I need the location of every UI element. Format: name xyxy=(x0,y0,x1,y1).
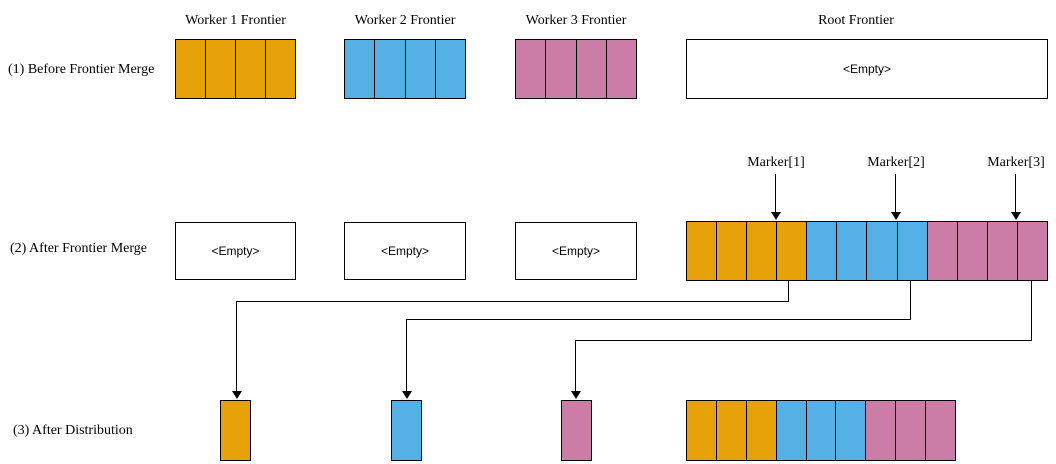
frontier-cell-worker1 xyxy=(236,40,266,98)
marker2-arrow-line xyxy=(895,174,896,212)
empty-label: <Empty> xyxy=(211,244,260,258)
worker2-frontier-title: Worker 2 Frontier xyxy=(354,13,456,28)
frontier-cell-worker3 xyxy=(957,222,988,280)
frontier-cell-worker1 xyxy=(747,222,778,280)
frontier-cell-worker2 xyxy=(836,401,867,460)
worker1-frontier-bar-before xyxy=(175,39,296,99)
worker2-frontier-bar-before xyxy=(344,39,466,99)
frontier-cell-worker1 xyxy=(266,40,295,98)
frontier-cell-worker1 xyxy=(687,222,718,280)
empty-label: <Empty> xyxy=(380,244,430,258)
frontier-cell-worker2 xyxy=(345,40,376,98)
frontier-cell-worker3 xyxy=(1017,222,1047,280)
worker2-frontier-empty-box: <Empty> xyxy=(344,222,466,280)
connector2-arrowhead-icon xyxy=(402,391,412,399)
worker1-frontier-title: Worker 1 Frontier xyxy=(185,13,286,28)
empty-label: <Empty> xyxy=(551,244,601,258)
marker3-label: Marker[3] xyxy=(987,155,1045,170)
frontier-cell-worker3 xyxy=(516,40,547,98)
worker1-frontier-empty-box: <Empty> xyxy=(175,222,296,280)
frontier-cell-worker3 xyxy=(606,40,636,98)
marker1-label: Marker[1] xyxy=(747,155,805,170)
frontier-cell-worker3 xyxy=(896,401,927,460)
frontier-cell-worker3 xyxy=(926,401,956,460)
frontier-cell-worker1 xyxy=(687,401,717,460)
connector2-drop-line xyxy=(910,281,911,319)
frontier-cell-worker1 xyxy=(206,40,236,98)
frontier-cell-worker3 xyxy=(987,222,1018,280)
marker3-arrowhead-icon xyxy=(1011,212,1021,220)
connector1-stem-line xyxy=(236,301,237,391)
row1-label: (1) Before Frontier Merge xyxy=(8,62,155,77)
frontier-cell-worker1 xyxy=(777,222,808,280)
root-frontier-empty-box: <Empty> xyxy=(686,39,1048,99)
worker3-frontier-title: Worker 3 Frontier xyxy=(525,13,627,28)
marker1-arrow-line xyxy=(775,174,776,212)
connector1-run-line xyxy=(236,301,789,302)
worker3-frontier-bar-after xyxy=(561,400,592,461)
frontier-cell-worker2 xyxy=(867,222,898,280)
frontier-cell-worker2 xyxy=(435,40,465,98)
frontier-cell-worker2 xyxy=(807,222,838,280)
worker3-frontier-bar-before xyxy=(515,39,637,99)
frontier-cell-worker1 xyxy=(746,401,777,460)
frontier-cell-worker2 xyxy=(837,222,868,280)
connector1-arrowhead-icon xyxy=(232,391,242,399)
frontier-cell-worker2 xyxy=(392,401,421,460)
marker2-label: Marker[2] xyxy=(867,155,925,170)
root-frontier-merged-bar xyxy=(686,221,1048,281)
frontier-cell-worker1 xyxy=(717,222,748,280)
marker2-arrowhead-icon xyxy=(891,212,901,220)
connector2-stem-line xyxy=(406,319,407,391)
frontier-cell-worker2 xyxy=(776,401,807,460)
frontier-cell-worker3 xyxy=(866,401,897,460)
frontier-cell-worker3 xyxy=(546,40,577,98)
row2-label: (2) After Frontier Merge xyxy=(10,241,147,256)
frontier-cell-worker3 xyxy=(562,401,591,460)
frontier-cell-worker2 xyxy=(806,401,837,460)
connector3-stem-line xyxy=(575,340,576,391)
connector3-drop-line xyxy=(1031,281,1032,340)
worker3-frontier-empty-box: <Empty> xyxy=(515,222,637,280)
frontier-cell-worker2 xyxy=(897,222,928,280)
empty-label: <Empty> xyxy=(842,62,892,76)
frontier-cell-worker1 xyxy=(176,40,206,98)
connector3-arrowhead-icon xyxy=(571,391,581,399)
row3-label: (3) After Distribution xyxy=(13,423,133,438)
marker3-arrow-line xyxy=(1015,174,1016,212)
root-frontier-bar-after xyxy=(686,400,956,461)
connector3-run-line xyxy=(575,340,1032,341)
marker1-arrowhead-icon xyxy=(771,212,781,220)
frontier-cell-worker1 xyxy=(221,401,250,460)
frontier-cell-worker1 xyxy=(716,401,747,460)
frontier-cell-worker2 xyxy=(375,40,406,98)
frontier-cell-worker2 xyxy=(405,40,436,98)
root-frontier-title: Root Frontier xyxy=(818,13,894,28)
connector1-drop-line xyxy=(788,281,789,301)
frontier-cell-worker3 xyxy=(576,40,607,98)
worker2-frontier-bar-after xyxy=(391,400,422,461)
connector2-run-line xyxy=(406,319,911,320)
frontier-cell-worker3 xyxy=(927,222,958,280)
worker1-frontier-bar-after xyxy=(220,400,251,461)
